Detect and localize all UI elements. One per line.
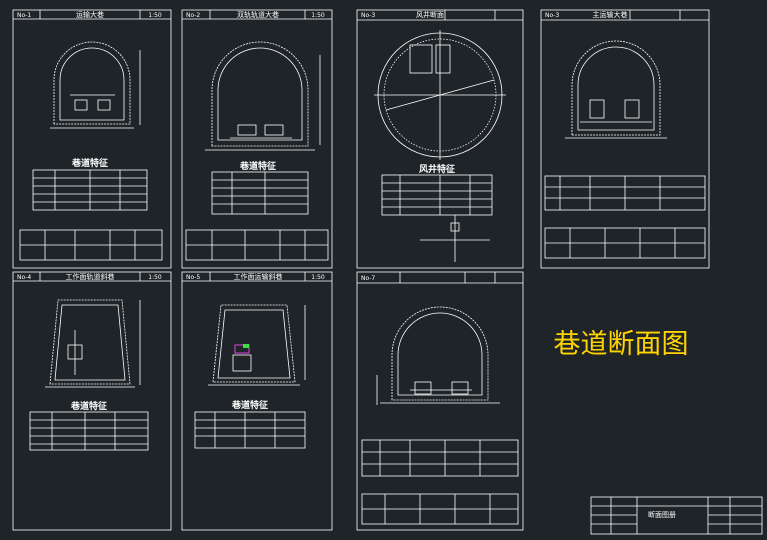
title-block-drawing-name: 断面图册 <box>648 510 676 519</box>
sheet-2-scale: 1:50 <box>311 12 325 19</box>
sheet-2-section-title: 巷道特征 <box>239 160 276 172</box>
sheet-7-no: No-7 <box>361 275 375 282</box>
sheet-6-no: No-5 <box>186 274 200 281</box>
sheet-6 <box>181 271 333 531</box>
sheet-4-title: 主运输大巷 <box>593 10 628 19</box>
sheet-6-marker-fill <box>243 344 249 348</box>
sheet-2-no: No-2 <box>186 12 200 19</box>
sheet-6-section-title: 巷道特征 <box>231 399 268 411</box>
sheet-3-title: 风井断面 <box>416 10 444 19</box>
title-block <box>590 496 763 535</box>
sheet-1-title: 运输大巷 <box>76 10 104 19</box>
sheet-3 <box>356 9 524 269</box>
sheet-5-section-title: 巷道特征 <box>70 400 107 412</box>
sheet-4 <box>540 9 710 269</box>
sheet-1-no: No-1 <box>17 12 31 19</box>
sheet-1 <box>12 9 172 269</box>
sheet-6-title: 工作面运输斜巷 <box>234 272 283 281</box>
sheet-5-title: 工作面轨道斜巷 <box>66 272 115 281</box>
sheet-6-marker <box>234 344 250 354</box>
sheet-1-section-title: 巷道特征 <box>71 157 108 169</box>
sheet-5-scale: 1:50 <box>148 274 162 281</box>
sheet-5 <box>12 271 172 531</box>
sheet-6-scale: 1:50 <box>311 274 325 281</box>
sheet-7 <box>356 271 524 531</box>
sheet-3-section-title: 风井特征 <box>419 163 455 175</box>
sheet-2 <box>181 9 333 269</box>
sheet-3-no: No-3 <box>361 12 375 19</box>
sheet-2-title: 双轨轨道大巷 <box>237 10 279 19</box>
drawing-set-title: 巷道断面图 <box>554 329 689 360</box>
sheet-4-no: No-3 <box>545 12 559 19</box>
sheet-5-no: No-4 <box>17 274 31 281</box>
sheet-1-scale: 1:50 <box>148 12 162 19</box>
